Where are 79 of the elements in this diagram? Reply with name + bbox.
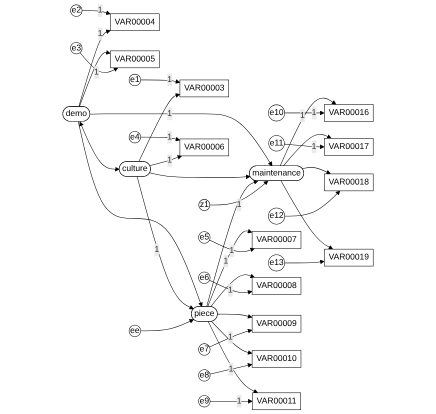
node-box: VAR00005 <box>110 50 160 68</box>
arrow <box>140 319 194 332</box>
edge-label: 1 <box>229 246 234 256</box>
arrow <box>150 172 250 180</box>
node-box: VAR00019 <box>324 248 374 266</box>
arrow <box>211 321 252 355</box>
arrow <box>209 240 255 252</box>
arrow <box>78 30 111 107</box>
edge-label: 1 <box>228 332 233 342</box>
arrow <box>210 398 253 404</box>
arrow <box>284 190 340 216</box>
node-circle: e12 <box>268 208 285 224</box>
node-box: VAR00011 <box>252 392 301 410</box>
arrow <box>280 180 334 250</box>
arrow <box>140 79 180 84</box>
arrow <box>207 228 252 308</box>
arrow <box>82 10 111 15</box>
arrow <box>217 314 252 319</box>
arrow <box>79 50 111 107</box>
node-box: VAR00016 <box>324 104 374 122</box>
node-box: VAR00003 <box>180 80 230 98</box>
edge-label: 1 <box>167 156 172 165</box>
node-circle: e4 <box>128 131 141 144</box>
arrow <box>210 274 255 308</box>
arrow <box>206 180 258 308</box>
edge-label: 1 <box>98 29 102 38</box>
edge-label: 1 <box>236 200 242 210</box>
node-circle: e3 <box>70 42 82 54</box>
node-box: VAR00017 <box>324 138 374 156</box>
edge-label: 1 <box>312 108 316 118</box>
node-circle: e1 <box>128 74 141 86</box>
edge-label: 1 <box>228 285 233 294</box>
edge-label: 1 <box>312 142 316 152</box>
node-box: VAR00007 <box>252 231 302 249</box>
arrow <box>282 134 332 166</box>
arrow <box>210 180 268 206</box>
arrow <box>208 321 258 394</box>
node-box: VAR00006 <box>180 138 230 156</box>
node-circle: e8 <box>198 369 210 382</box>
edge-label: 1 <box>98 6 102 15</box>
arrow <box>284 260 325 264</box>
node-circle: e5 <box>198 231 210 244</box>
node-circle: z1 <box>198 199 210 211</box>
edge-label: 1 <box>154 245 160 254</box>
edge-label: 1 <box>228 364 234 374</box>
arrow <box>80 52 118 73</box>
edge-label: 1 <box>236 396 242 406</box>
arrow <box>140 136 180 142</box>
node-circle: e10 <box>268 104 285 122</box>
arrow <box>209 328 252 348</box>
arrow <box>302 167 331 174</box>
edge-label: 1 <box>167 75 172 84</box>
node-circle: e11 <box>268 135 285 152</box>
node-circle: e9 <box>198 395 210 408</box>
edge-label: 1 <box>300 110 305 120</box>
edge-label: 1 <box>167 109 172 118</box>
edge-label: 1 <box>167 132 172 142</box>
arrow <box>280 98 336 166</box>
node-circle: e13 <box>268 254 285 272</box>
arrow <box>284 144 325 150</box>
node-box: VAR00018 <box>324 174 374 192</box>
arrow <box>79 122 120 172</box>
arrow <box>78 121 203 307</box>
node-circle: e6 <box>198 272 210 284</box>
edge-label: 1 <box>94 68 99 77</box>
arrow <box>90 114 272 166</box>
arrow <box>150 155 182 166</box>
arrow <box>209 280 252 295</box>
arrow <box>136 176 194 310</box>
node-box: VAR00004 <box>110 14 160 31</box>
node-circle: e2 <box>70 4 82 17</box>
node-circle: e7 <box>198 343 210 356</box>
node-box: VAR00010 <box>252 350 302 368</box>
arrow <box>210 363 252 374</box>
arrow <box>138 93 180 162</box>
edge-label: 1 <box>224 256 228 266</box>
node-circle: ee <box>128 324 141 337</box>
node-box: VAR00009 <box>252 314 302 332</box>
node-box: VAR00008 <box>252 277 302 295</box>
